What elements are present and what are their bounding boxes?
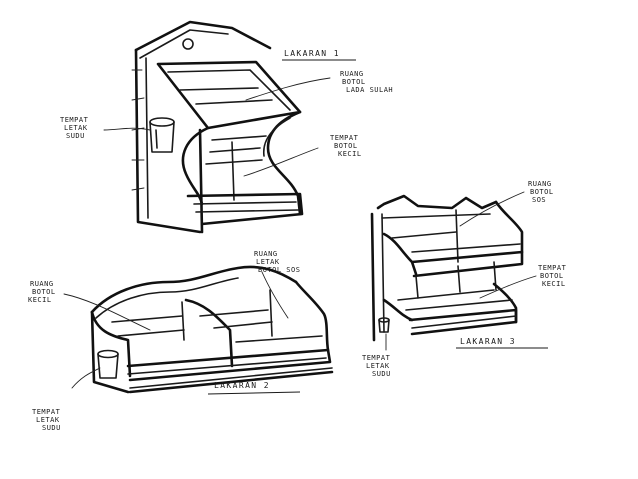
svg-text:RUANG: RUANG [340, 70, 364, 78]
svg-text:LETAK: LETAK [256, 258, 280, 266]
hanging-hole [182, 38, 194, 50]
label-s1-tempat-botol-kecil: TEMPAT BOTOL KECIL [330, 134, 362, 158]
svg-text:BOTOL SOS: BOTOL SOS [258, 266, 300, 274]
svg-text:LETAK: LETAK [64, 124, 88, 132]
label-s3-tempat-botol-kecil: TEMPAT BOTOL KECIL [538, 264, 567, 288]
svg-text:LADA SULAH: LADA SULAH [346, 86, 393, 94]
svg-text:TEMPAT: TEMPAT [362, 354, 391, 362]
arrow-s1-right [243, 147, 319, 177]
svg-text:BOTOL: BOTOL [342, 78, 366, 86]
label-s2-ruang-letak-botol-sos: RUANG LETAK BOTOL SOS [254, 250, 300, 274]
svg-text:TEMPAT: TEMPAT [32, 408, 61, 416]
svg-text:BOTOL: BOTOL [32, 288, 56, 296]
label-s1-tempat-letak-sudu: TEMPAT LETAK SUDU [60, 116, 89, 140]
label-s1-ruang-botol-lada: RUANG BOTOL LADA SULAH [340, 70, 393, 94]
svg-text:TEMPAT: TEMPAT [330, 134, 359, 142]
arrow-s2-bottom [71, 367, 101, 389]
label-s2-ruang-botol-kecil: RUANG BOTOL KECIL [28, 280, 56, 304]
svg-text:KECIL: KECIL [28, 296, 52, 304]
spoon-holder-cup-2 [97, 349, 119, 379]
title-lakaran-3: LAKARAN 3 [460, 337, 516, 346]
label-s2-tempat-letak-sudu: TEMPAT LETAK SUDU [32, 408, 61, 432]
spoon-holder-cup-3 [378, 317, 390, 333]
arrow-s1-left [103, 127, 151, 131]
sketch-3-rack [370, 194, 524, 342]
svg-text:TEMPAT: TEMPAT [60, 116, 89, 124]
svg-text:LETAK: LETAK [366, 362, 390, 370]
svg-text:SUDU: SUDU [42, 424, 61, 432]
arrow-s3-top [459, 191, 525, 227]
svg-text:SOS: SOS [532, 196, 546, 204]
svg-text:BOTOL: BOTOL [334, 142, 358, 150]
svg-text:KECIL: KECIL [542, 280, 566, 288]
svg-text:BOTOL: BOTOL [530, 188, 554, 196]
title-lakaran-2: LAKARAN 2 [214, 381, 270, 390]
arrow-s3-right [479, 275, 537, 299]
arrow-s2-top [261, 271, 289, 319]
svg-text:RUANG: RUANG [30, 280, 54, 288]
sketch-1-rack [131, 20, 304, 234]
svg-text:TEMPAT: TEMPAT [538, 264, 567, 272]
svg-text:LETAK: LETAK [36, 416, 60, 424]
label-s3-tempat-letak-sudu: TEMPAT LETAK SUDU [362, 354, 391, 378]
arrow-s1-top [245, 77, 331, 101]
spoon-holder-cup-1 [149, 117, 175, 153]
svg-text:SUDU: SUDU [66, 132, 85, 140]
svg-text:RUANG: RUANG [254, 250, 278, 258]
title-lakaran-1: LAKARAN 1 [284, 49, 340, 58]
svg-text:SUDU: SUDU [372, 370, 391, 378]
svg-text:KECIL: KECIL [338, 150, 362, 158]
sketch-2-rack [90, 265, 334, 394]
svg-text:RUANG: RUANG [528, 180, 552, 188]
svg-text:BOTOL: BOTOL [540, 272, 564, 280]
arrow-s2-left [63, 293, 151, 331]
label-s3-ruang-botol-sos: RUANG BOTOL SOS [528, 180, 554, 204]
